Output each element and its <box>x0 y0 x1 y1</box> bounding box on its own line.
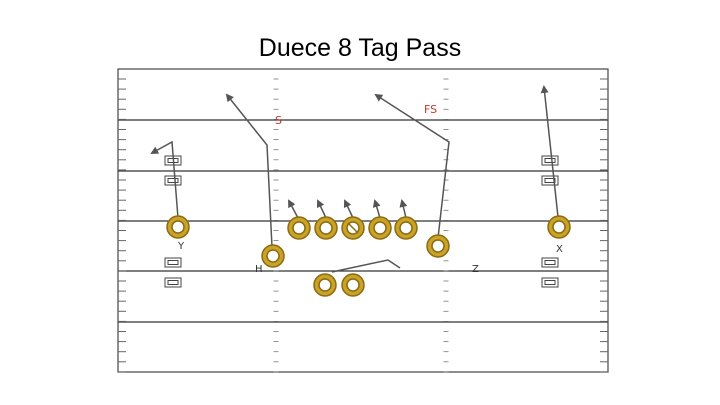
player-qb <box>313 273 337 297</box>
play-title: Duece 8 Tag Pass <box>258 34 462 62</box>
offense-players <box>166 215 571 297</box>
block-arrow <box>399 199 408 219</box>
player-rg <box>368 216 392 240</box>
block-arrow <box>372 199 381 219</box>
route-x <box>540 85 559 218</box>
routes <box>150 85 559 273</box>
player-label-x: X <box>556 244 563 255</box>
block-arrow <box>316 199 327 219</box>
number-marker <box>541 257 559 268</box>
block-arrow <box>288 199 299 219</box>
player-label-z: Z <box>472 264 479 275</box>
player-center <box>341 216 365 240</box>
block-arrow <box>343 199 354 219</box>
route-z <box>374 93 450 239</box>
player-lg <box>314 216 338 240</box>
number-marker <box>164 277 182 288</box>
player-lt <box>287 216 311 240</box>
route-y <box>150 140 179 219</box>
player-y <box>166 215 190 239</box>
yard-lines <box>118 119 608 323</box>
defender-label-fs: FS <box>424 103 437 116</box>
player-h <box>261 244 285 268</box>
number-marker <box>541 175 559 186</box>
player-x <box>547 215 571 239</box>
number-marker <box>164 257 182 268</box>
player-z <box>426 234 450 258</box>
number-marker <box>164 175 182 186</box>
number-marker <box>541 155 559 166</box>
route-qb <box>331 259 401 273</box>
player-label-y: Y <box>177 241 185 252</box>
defender-label-s: S <box>275 114 282 127</box>
number-marker <box>541 277 559 288</box>
sideline-ticks <box>118 78 608 373</box>
player-label-h: H <box>255 264 263 275</box>
player-rb <box>341 273 365 297</box>
route-h <box>225 93 273 248</box>
player-rt <box>394 216 418 240</box>
